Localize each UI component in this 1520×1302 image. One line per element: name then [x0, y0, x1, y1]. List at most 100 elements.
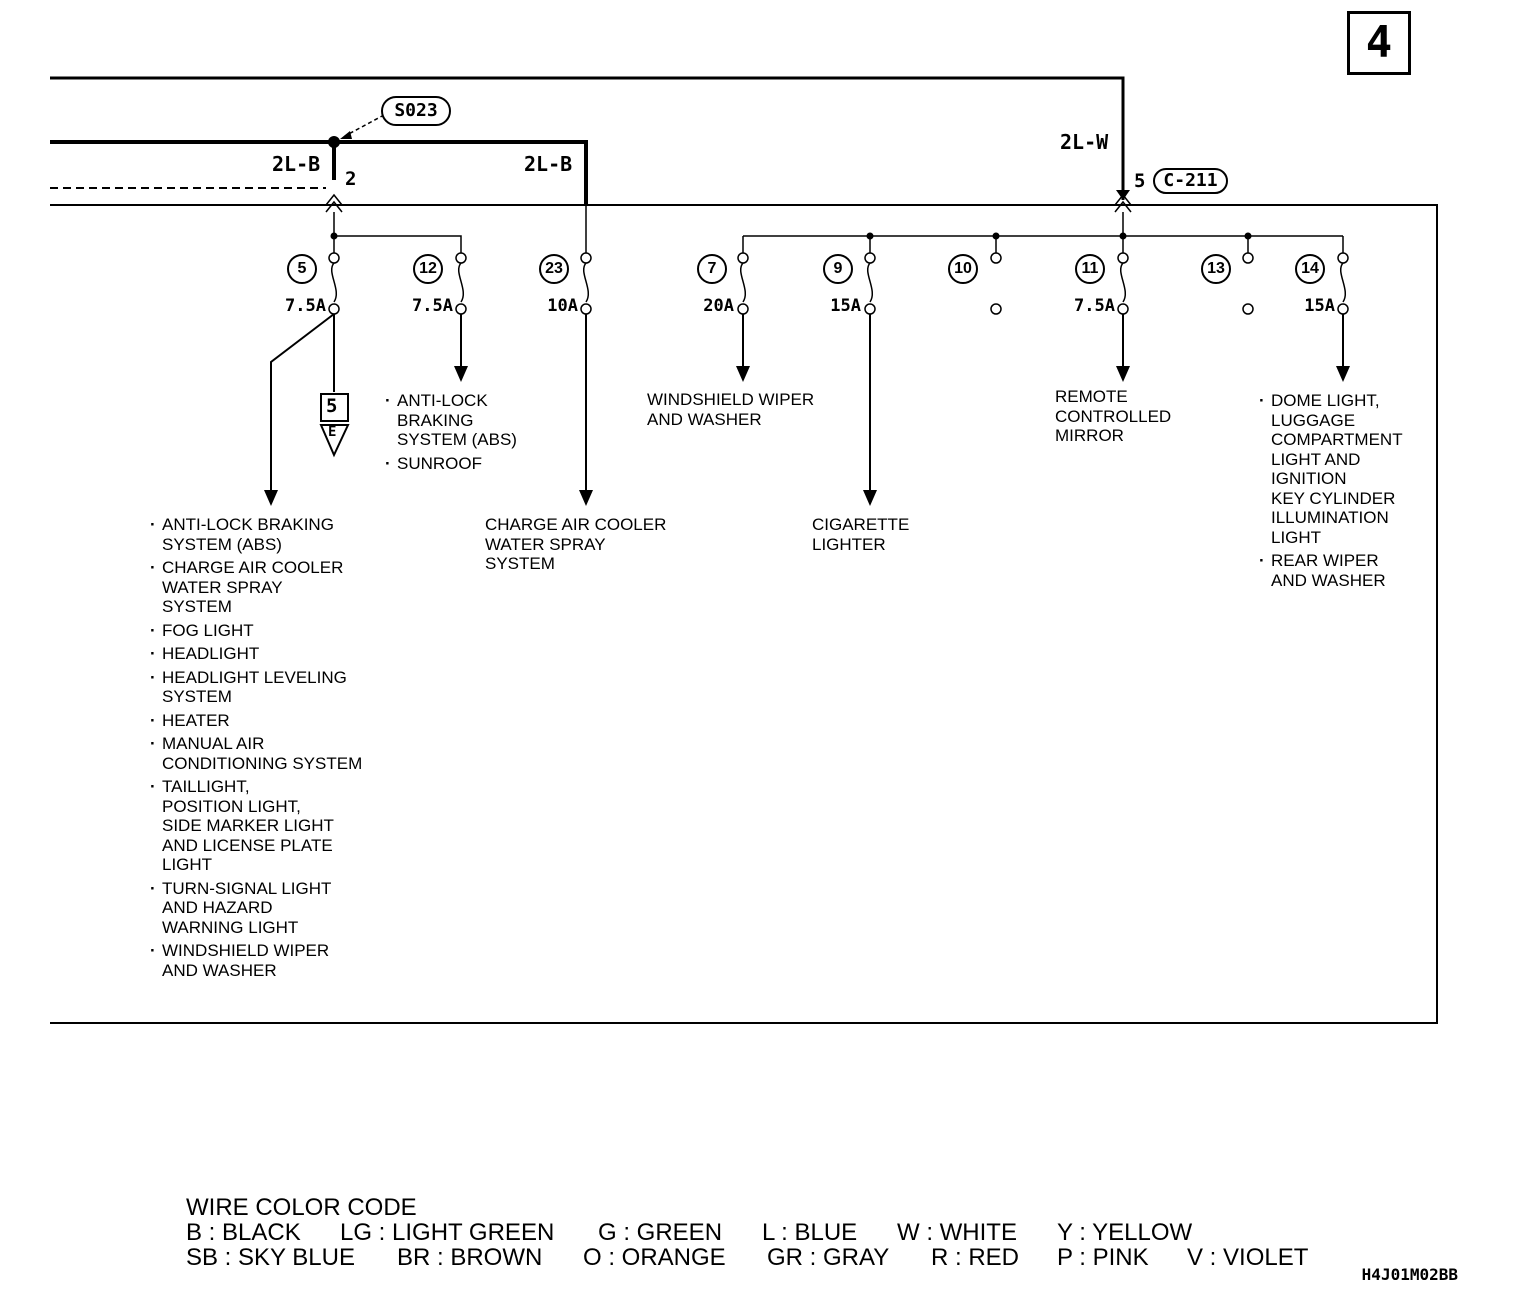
- destination-text: SYSTEM (ABS): [162, 534, 282, 554]
- fuse-block-frame: [50, 204, 1438, 1024]
- destination-text: TAILLIGHT,: [162, 777, 250, 796]
- legend-entry: GR : GRAY: [767, 1244, 890, 1271]
- fuse-rating: 20A: [703, 296, 734, 316]
- connector-label: C-211: [1153, 168, 1228, 194]
- destination-text: COMPARTMENT: [1271, 430, 1403, 449]
- destination-text: AND WASHER: [647, 409, 762, 429]
- page-number: 4: [1347, 11, 1411, 75]
- destination-text: LIGHT: [162, 855, 213, 874]
- ground-ref-top: 5: [326, 395, 338, 417]
- connector-pin: 5: [1134, 170, 1146, 192]
- fuse-symbols: [328, 252, 1349, 315]
- destination-list-fuse7: WINDSHIELD WIPER AND WASHER: [647, 390, 814, 429]
- destination-text: LIGHT AND: [1271, 449, 1361, 469]
- legend-entry: L : BLUE: [762, 1219, 858, 1246]
- destination-text: WATER SPRAY: [162, 577, 283, 597]
- wire-label: 2L-W: [1060, 130, 1109, 154]
- fuse-rating: 7.5A: [412, 296, 453, 316]
- destination-text: SUNROOF: [397, 453, 482, 473]
- destination-text: IGNITION: [1271, 469, 1347, 488]
- splice-pin: 2: [345, 168, 357, 190]
- fuse-rating: 7.5A: [1074, 296, 1115, 316]
- destination-text: SYSTEM (ABS): [397, 430, 517, 449]
- legend-entry: V : VIOLET: [1187, 1244, 1309, 1271]
- destination-text: WINDSHIELD WIPER: [162, 941, 330, 960]
- fuse-number: 13: [1201, 254, 1231, 284]
- destination-text: WATER SPRAY: [485, 534, 606, 554]
- destination-text: REMOTE: [1055, 387, 1128, 406]
- destination-list-fuse11: REMOTE CONTROLLED MIRROR: [1055, 387, 1171, 446]
- destination-text: TURN-SIGNAL LIGHT: [162, 878, 332, 898]
- legend-entry: P : PINK: [1057, 1244, 1149, 1271]
- destination-text: SYSTEM: [485, 554, 555, 573]
- destination-text: FOG LIGHT: [162, 620, 254, 640]
- ground-ref-triangle: [319, 424, 350, 458]
- fuse-number: 14: [1295, 254, 1325, 284]
- ground-ref-bottom: E: [328, 424, 337, 440]
- connector-arrow: [1116, 190, 1130, 200]
- destination-list-fuse9: CIGARETTE LIGHTER: [812, 515, 909, 554]
- destination-text: MANUAL AIR: [162, 734, 265, 753]
- destination-text: SIDE MARKER LIGHT: [162, 816, 334, 835]
- bus-left: [333, 212, 462, 254]
- destination-text: CIGARETTE: [812, 515, 910, 534]
- wire-label: 2L-B: [524, 152, 573, 176]
- destination-text: POSITION LIGHT,: [162, 796, 301, 816]
- legend-entry: Y : YELLOW: [1057, 1219, 1193, 1246]
- legend-entry: R : RED: [931, 1244, 1020, 1271]
- wire-label: 2L-B: [272, 152, 321, 176]
- destination-text: SYSTEM: [162, 597, 232, 616]
- legend-entry: O : ORANGE: [583, 1244, 726, 1271]
- fuse-number: 12: [413, 254, 443, 284]
- destination-text: CHARGE AIR COOLER: [162, 558, 344, 577]
- splice-leader: [344, 114, 385, 137]
- fuse-number: 9: [823, 254, 853, 284]
- ground-ref-box: [320, 393, 349, 422]
- legend-entry: LG : LIGHT GREEN: [340, 1219, 555, 1246]
- wire-2l-w: [50, 76, 1125, 200]
- destination-text: WINDSHIELD WIPER: [647, 390, 815, 409]
- legend-entry: SB : SKY BLUE: [186, 1244, 355, 1271]
- destination-text: AND LICENSE PLATE: [162, 835, 333, 855]
- destination-text: KEY CYLINDER: [1271, 488, 1396, 508]
- destination-text: DOME LIGHT,: [1271, 391, 1380, 410]
- destination-text: HEATER: [162, 710, 230, 730]
- destination-text: CONDITIONING SYSTEM: [162, 753, 363, 773]
- fuse-rating: 10A: [547, 296, 578, 316]
- destination-text: HEADLIGHT: [162, 644, 260, 663]
- bus-right: [742, 212, 1344, 254]
- legend-entry: G : GREEN: [598, 1219, 723, 1246]
- destination-text: WARNING LIGHT: [162, 917, 299, 937]
- connector-chevron-1: [325, 193, 343, 213]
- legend-title: WIRE COLOR CODE: [186, 1194, 417, 1221]
- wire-2l-b-right: [50, 140, 588, 205]
- destination-text: ANTI-LOCK BRAKING: [162, 515, 334, 534]
- destination-text: AND WASHER: [1271, 570, 1386, 590]
- fuse-rating: 7.5A: [285, 296, 326, 316]
- fuse-number: 10: [948, 254, 978, 284]
- destination-text: AND WASHER: [162, 960, 277, 980]
- destination-text: LIGHT: [1271, 527, 1322, 547]
- fuse-rating: 15A: [1304, 296, 1335, 316]
- drawing-code: H4J01M02BB: [1361, 1265, 1458, 1284]
- destination-text: CONTROLLED: [1055, 406, 1172, 426]
- destination-text: CHARGE AIR COOLER: [485, 515, 667, 534]
- destination-text: MIRROR: [1055, 426, 1124, 445]
- legend-entry: W : WHITE: [897, 1219, 1017, 1246]
- destination-text: ANTI-LOCK: [397, 391, 488, 410]
- legend-entry: BR : BROWN: [397, 1244, 543, 1271]
- destination-text: BRAKING: [397, 410, 474, 430]
- fuse-number: 11: [1075, 254, 1105, 284]
- destination-text: REAR WIPER: [1271, 551, 1379, 570]
- destination-text: ILLUMINATION: [1271, 508, 1389, 527]
- fuse-number: 23: [539, 254, 569, 284]
- splice-dot: [328, 136, 340, 148]
- destination-text: AND HAZARD: [162, 898, 273, 917]
- destination-text: LUGGAGE: [1271, 410, 1356, 430]
- fuse-rating: 15A: [830, 296, 861, 316]
- destination-text: LIGHTER: [812, 534, 886, 554]
